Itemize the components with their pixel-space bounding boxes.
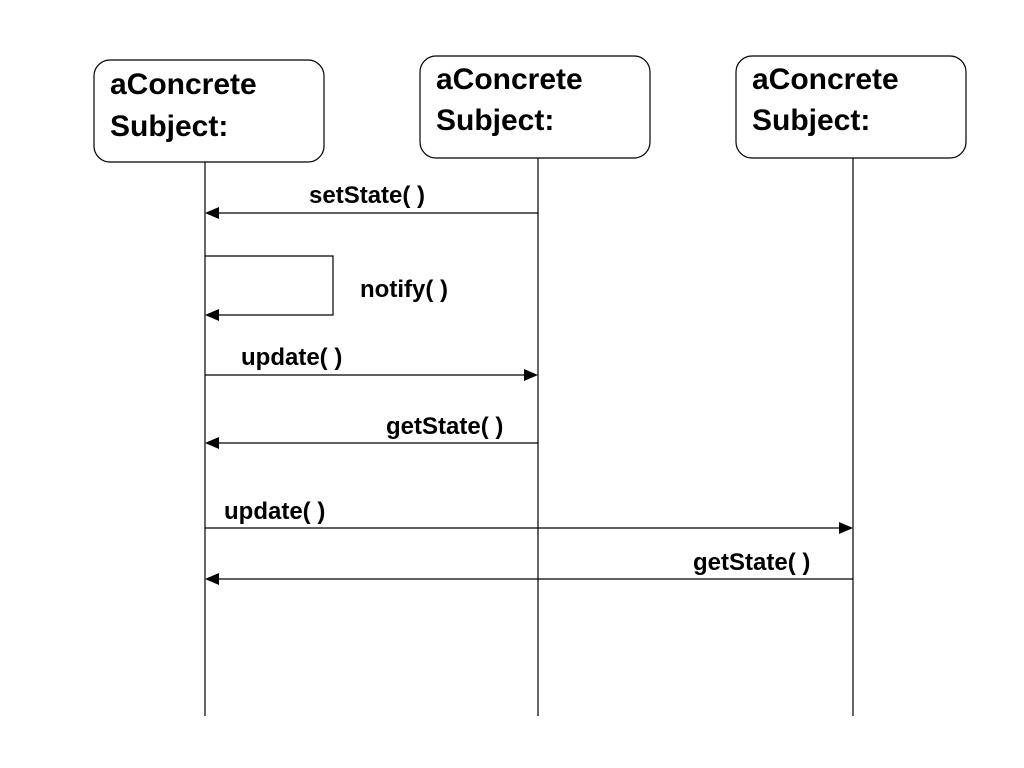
message-update-2: update( ) — [205, 498, 853, 534]
message-notify-arrowhead — [205, 309, 219, 321]
object-0-label-line1: aConcrete — [110, 68, 257, 101]
object-1-label-line2: Subject: — [436, 104, 554, 137]
object-0: aConcrete Subject: — [93, 59, 325, 163]
object-1-label-line1: aConcrete — [436, 63, 583, 96]
message-notify: notify( ) — [205, 255, 448, 321]
message-getstate-2-label: getState( ) — [693, 549, 810, 576]
message-setstate-label: setState( ) — [309, 182, 425, 209]
object-2-box — [735, 55, 967, 159]
message-update-1: update( ) — [205, 344, 538, 381]
message-setstate: setState( ) — [205, 182, 538, 219]
message-getstate-1-label: getState( ) — [386, 413, 503, 440]
object-2-label-line1: aConcrete — [752, 63, 899, 96]
object-2: aConcrete Subject: — [735, 55, 967, 159]
message-getstate-2-arrowhead — [205, 573, 219, 585]
message-getstate-1-arrowhead — [205, 437, 219, 449]
message-getstate-2: getState( ) — [205, 549, 853, 585]
message-notify-line — [205, 255, 334, 316]
object-0-box — [93, 59, 325, 163]
message-notify-label: notify( ) — [360, 276, 448, 303]
message-update-2-label: update( ) — [224, 498, 325, 525]
message-setstate-arrowhead — [205, 207, 219, 219]
message-getstate-1: getState( ) — [205, 413, 538, 449]
object-1: aConcrete Subject: — [419, 55, 651, 159]
object-0-label-line2: Subject: — [110, 110, 228, 143]
object-1-box — [419, 55, 651, 159]
object-2-label-line2: Subject: — [752, 104, 870, 137]
message-update-1-label: update( ) — [241, 344, 342, 371]
message-update-1-arrowhead — [524, 369, 538, 381]
message-update-2-arrowhead — [839, 522, 853, 534]
